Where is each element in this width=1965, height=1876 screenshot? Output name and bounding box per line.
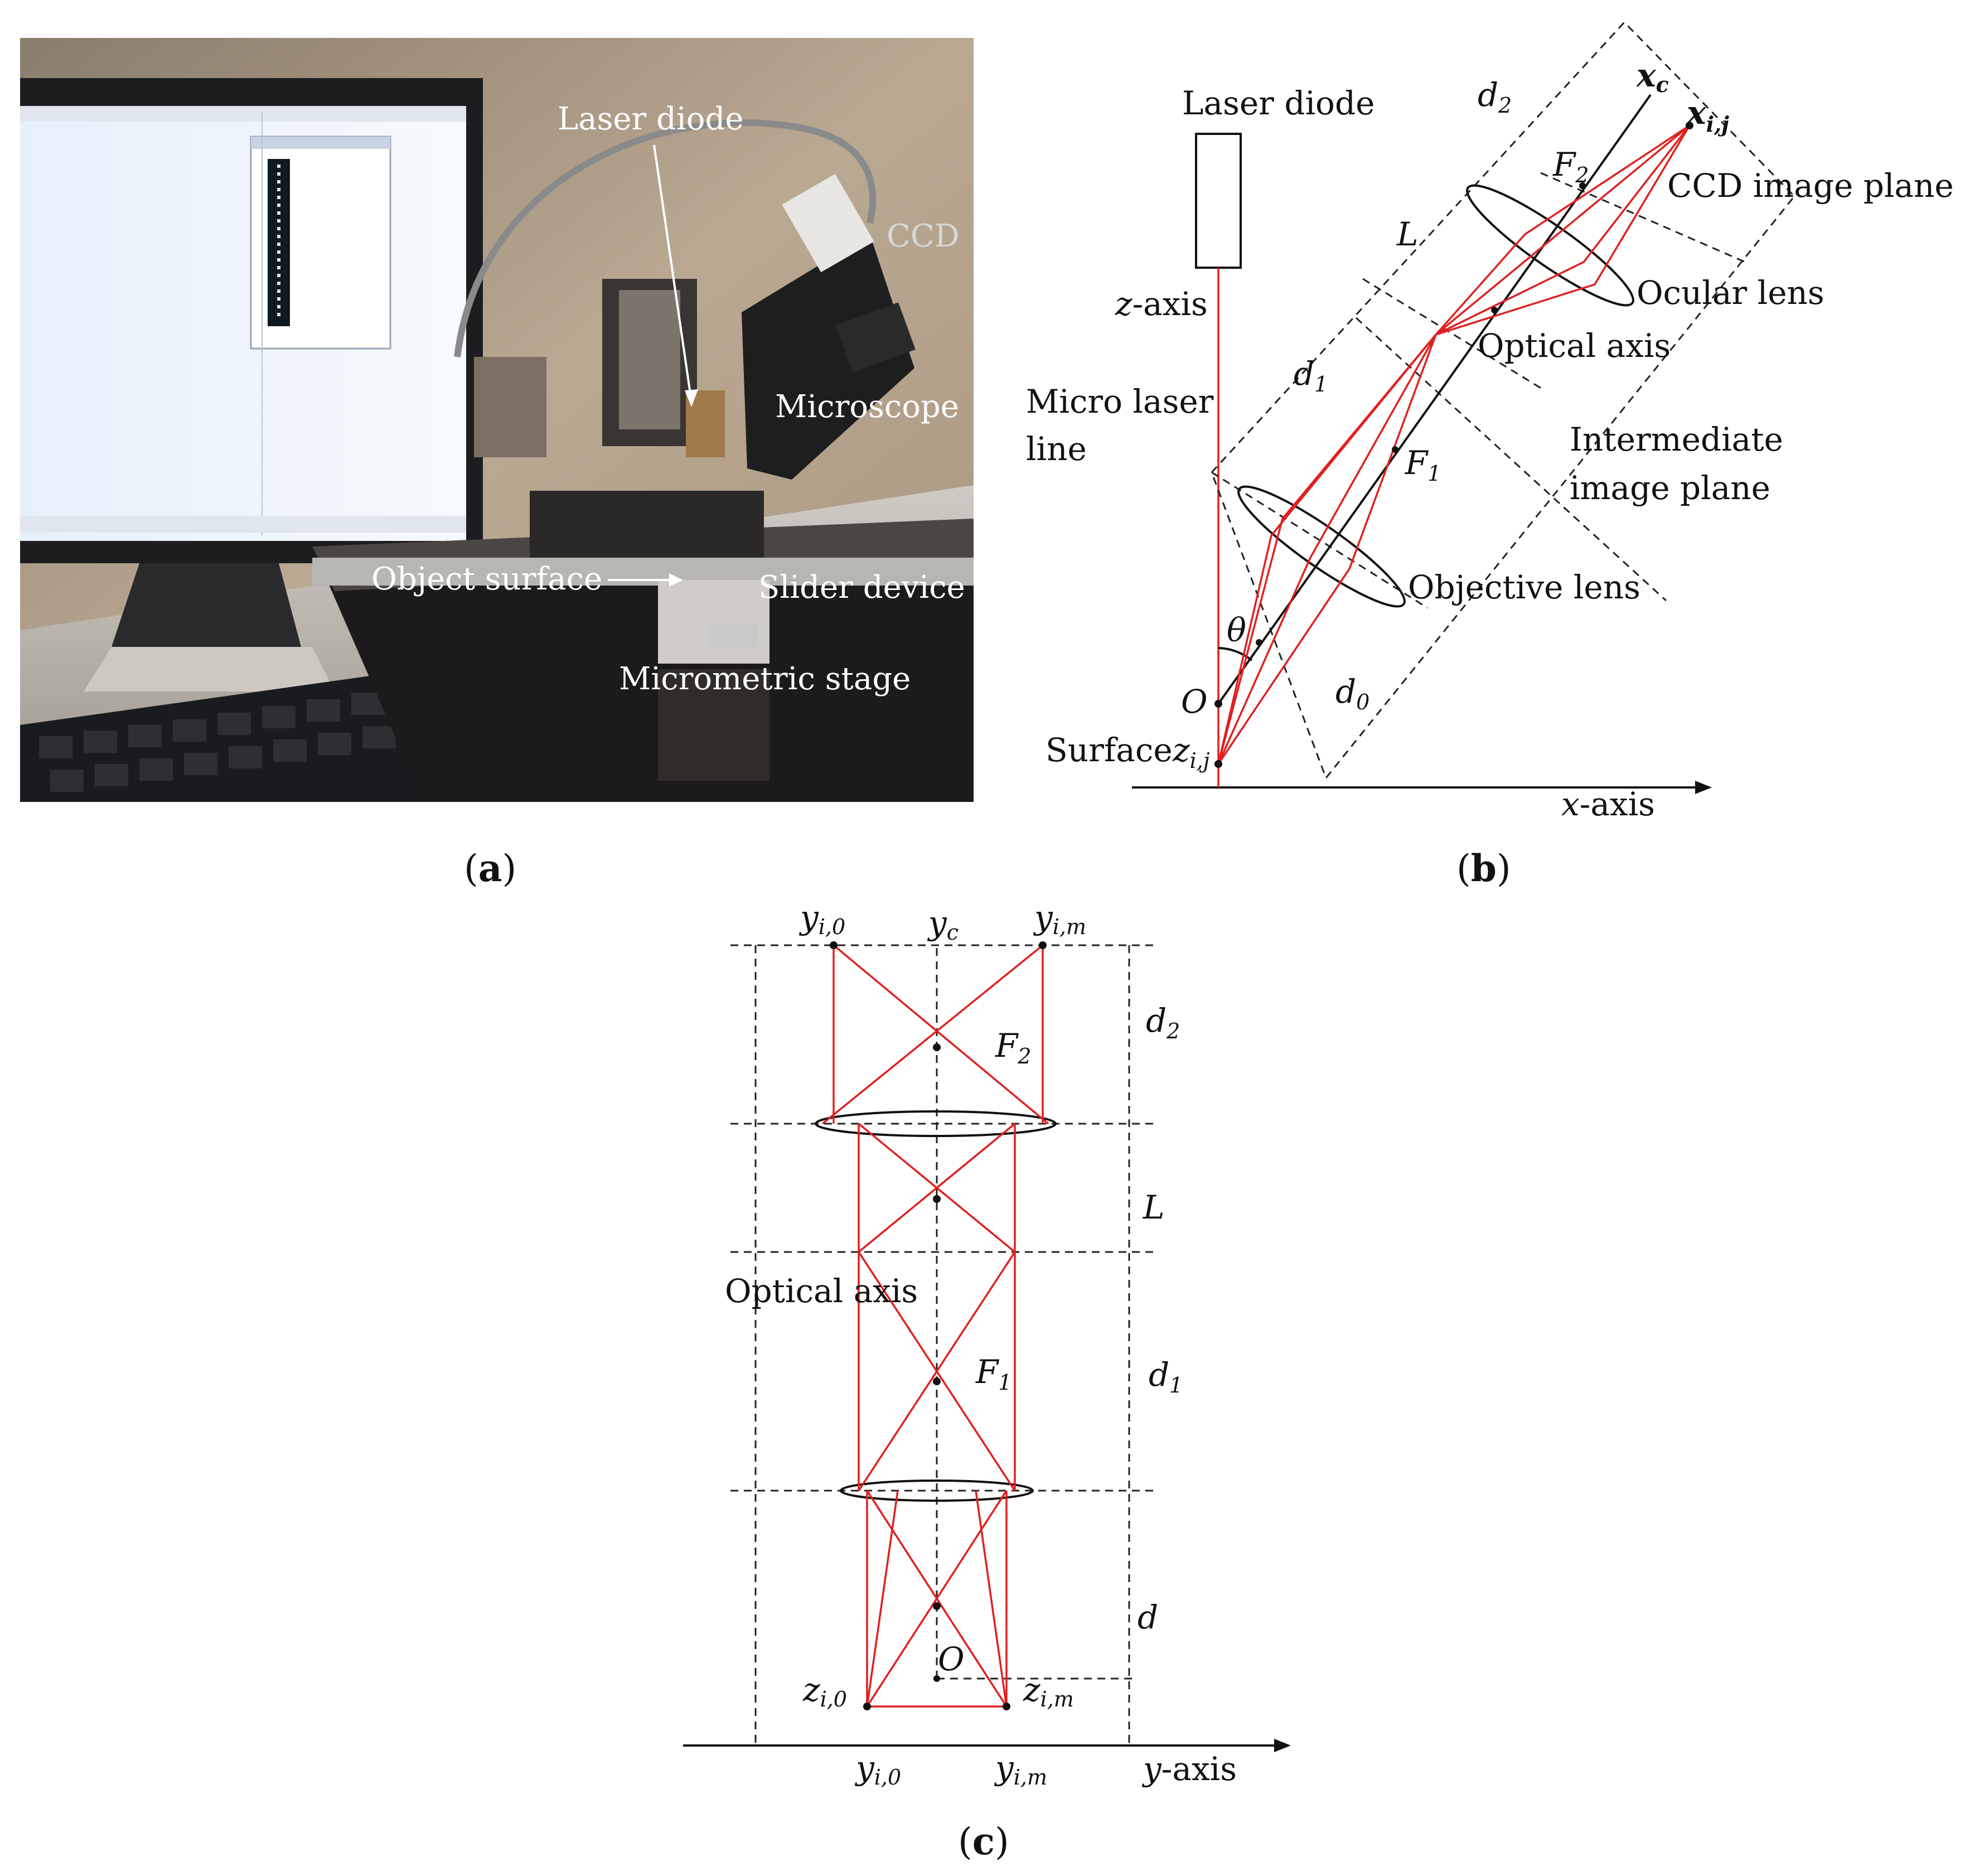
c-label-F1: F1 xyxy=(975,1353,1011,1395)
b-label-theta: θ xyxy=(1227,611,1246,649)
c-label-yc: yc xyxy=(927,904,959,945)
b-label-micro-laser-line-1: Micro laser xyxy=(1026,383,1214,420)
b-label-laser-diode: Laser diode xyxy=(1182,84,1374,122)
panel-label-a: (a) xyxy=(464,847,516,890)
b-label-L: L xyxy=(1396,215,1419,253)
c-label-y-axis: y-axis xyxy=(1141,1750,1237,1788)
b-label-zij: zi,j xyxy=(1172,731,1210,773)
b-objective-lens xyxy=(1237,485,1406,608)
panel-b-diagram: Laser diode z-axis Micro laser line d2 L… xyxy=(1026,21,1954,823)
b-label-objective-lens: Objective lens xyxy=(1408,568,1640,606)
annotation-micrometric-stage: Micrometric stage xyxy=(619,661,911,697)
panel-label-c: (c) xyxy=(958,1820,1009,1863)
c-label-d2: d2 xyxy=(1146,1002,1180,1043)
panel-label-b: (b) xyxy=(1456,847,1511,890)
b-label-micro-laser-line-2: line xyxy=(1026,430,1087,468)
b-label-optical-axis: Optical axis xyxy=(1478,327,1671,365)
annotation-slider-device: Slider device xyxy=(758,569,965,606)
b-label-d0: d0 xyxy=(1335,673,1369,714)
c-rays xyxy=(821,944,1049,1708)
c-label-optical-axis: Optical axis xyxy=(725,1272,918,1310)
c-label-d: d xyxy=(1138,1598,1158,1636)
b-label-z-axis: z-axis xyxy=(1115,285,1208,323)
b-ocular-lens xyxy=(1466,184,1634,307)
c-label-yim-top: yi,m xyxy=(1033,898,1086,939)
annotation-microscope: Microscope xyxy=(775,389,959,425)
annotation-laser-diode: Laser diode xyxy=(558,101,743,137)
b-label-surface: Surface xyxy=(1046,731,1173,769)
b-label-F2: F2 xyxy=(1552,146,1589,187)
c-label-O: O xyxy=(938,1640,965,1678)
b-dashed-frame xyxy=(1211,21,1796,780)
b-label-x-axis: x-axis xyxy=(1561,785,1655,823)
c-objective-lens xyxy=(840,1479,1034,1502)
c-label-zi0: zi,0 xyxy=(802,1671,847,1711)
c-label-yi0-top: yi,0 xyxy=(798,898,845,939)
b-label-ocular-lens: Ocular lens xyxy=(1637,274,1824,312)
panel-c-diagram: yi,0 yc yi,m d2 F2 L Optical axis d1 F1 … xyxy=(683,898,1291,1790)
c-label-zim: zi,m xyxy=(1023,1671,1074,1711)
b-laser-diode-box xyxy=(1195,133,1242,269)
b-label-O: O xyxy=(1181,683,1208,721)
b-rays xyxy=(1217,124,1691,765)
c-y-axis-arrow xyxy=(1274,1739,1291,1752)
panel-a-photo: Laser diode CCD Microscope Object surfac… xyxy=(20,38,974,802)
b-label-d2: d2 xyxy=(1478,76,1512,118)
c-ocular-lens xyxy=(815,1110,1057,1137)
c-label-yim-bottom: yi,m xyxy=(994,1749,1047,1790)
c-label-F2: F2 xyxy=(995,1027,1031,1068)
b-label-intermediate-2: image plane xyxy=(1570,469,1770,507)
microscope-body xyxy=(742,234,914,480)
b-label-d1: d1 xyxy=(1294,355,1328,397)
c-label-yi0-bottom: yi,0 xyxy=(854,1749,901,1790)
monitor-screen xyxy=(20,106,466,541)
b-label-F1: F1 xyxy=(1405,444,1441,486)
c-label-L: L xyxy=(1143,1188,1165,1226)
b-label-xc: xc xyxy=(1635,56,1669,97)
c-label-d1: d1 xyxy=(1149,1356,1183,1398)
annotation-ccd: CCD xyxy=(887,218,960,254)
annotation-object-surface: Object surface xyxy=(371,561,602,597)
b-x-axis-arrow xyxy=(1695,781,1712,794)
b-label-xij: xi,j xyxy=(1686,94,1729,137)
b-label-intermediate-1: Intermediate xyxy=(1570,420,1783,458)
b-label-ccd-image-plane: CCD image plane xyxy=(1667,167,1954,205)
